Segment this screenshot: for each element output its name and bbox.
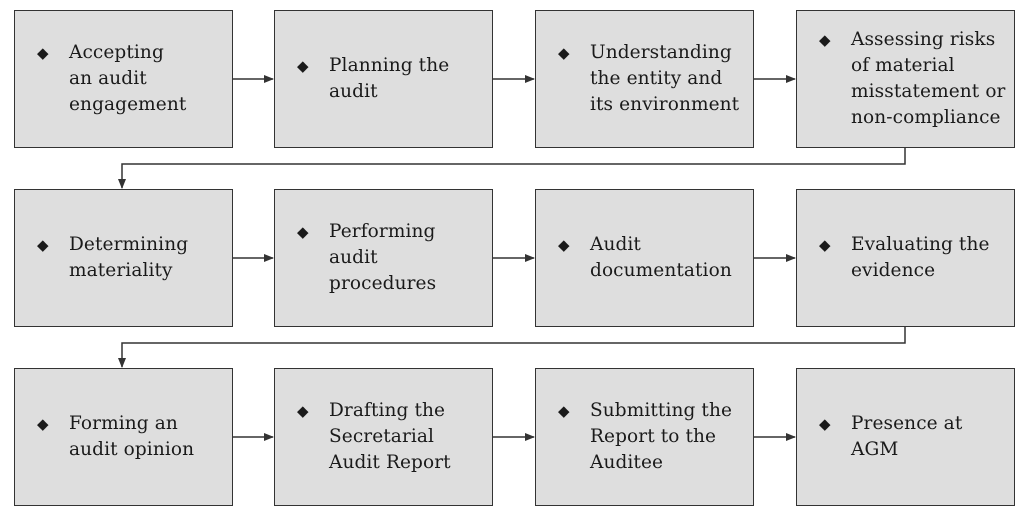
diamond-bullet-icon: ◆ — [297, 402, 309, 420]
elbow-arrow-icon — [118, 327, 906, 368]
step-label: Presence at AGM — [851, 413, 963, 460]
step-label: Evaluating the evidence — [851, 234, 990, 281]
diamond-bullet-icon: ◆ — [297, 57, 309, 75]
diamond-bullet-icon: ◆ — [819, 415, 831, 433]
step-box: ◆ Planning the audit — [274, 10, 493, 148]
step-label: Audit documentation — [590, 234, 732, 281]
step-box: ◆ Drafting the Secretarial Audit Report — [274, 368, 493, 506]
step-label: Determining materiality — [69, 234, 189, 281]
step-box: ◆ Understanding the entity and its envir… — [535, 10, 754, 148]
diamond-bullet-icon: ◆ — [297, 223, 309, 241]
diamond-bullet-icon: ◆ — [819, 236, 831, 254]
diamond-bullet-icon: ◆ — [37, 236, 49, 254]
step-label: Performing audit procedures — [329, 221, 437, 294]
elbow-arrow-icon — [118, 148, 906, 189]
step-box: ◆ Performing audit procedures — [274, 189, 493, 327]
step-box: ◆ Determining materiality — [14, 189, 233, 327]
step-label: Submitting the Report to the Auditee — [590, 400, 733, 473]
step-label: Drafting the Secretarial Audit Report — [329, 400, 451, 473]
diamond-bullet-icon: ◆ — [558, 236, 570, 254]
diamond-bullet-icon: ◆ — [37, 44, 49, 62]
step-box: ◆ Presence at AGM — [796, 368, 1015, 506]
step-box: ◆ Accepting an audit engagement — [14, 10, 233, 148]
step-box: ◆ Assessing risks of material misstateme… — [796, 10, 1015, 148]
diamond-bullet-icon: ◆ — [819, 31, 831, 49]
step-label: Assessing risks of material misstatement… — [851, 29, 1006, 128]
diamond-bullet-icon: ◆ — [37, 415, 49, 433]
step-box: ◆ Audit documentation — [535, 189, 754, 327]
step-label: Planning the audit — [329, 55, 450, 102]
diamond-bullet-icon: ◆ — [558, 44, 570, 62]
step-box: ◆ Forming an audit opinion — [14, 368, 233, 506]
step-box: ◆ Evaluating the evidence — [796, 189, 1015, 327]
step-label: Accepting an audit engagement — [69, 42, 187, 115]
step-label: Forming an audit opinion — [69, 413, 195, 460]
step-label: Understanding the entity and its environ… — [590, 42, 740, 115]
step-box: ◆ Submitting the Report to the Auditee — [535, 368, 754, 506]
diamond-bullet-icon: ◆ — [558, 402, 570, 420]
